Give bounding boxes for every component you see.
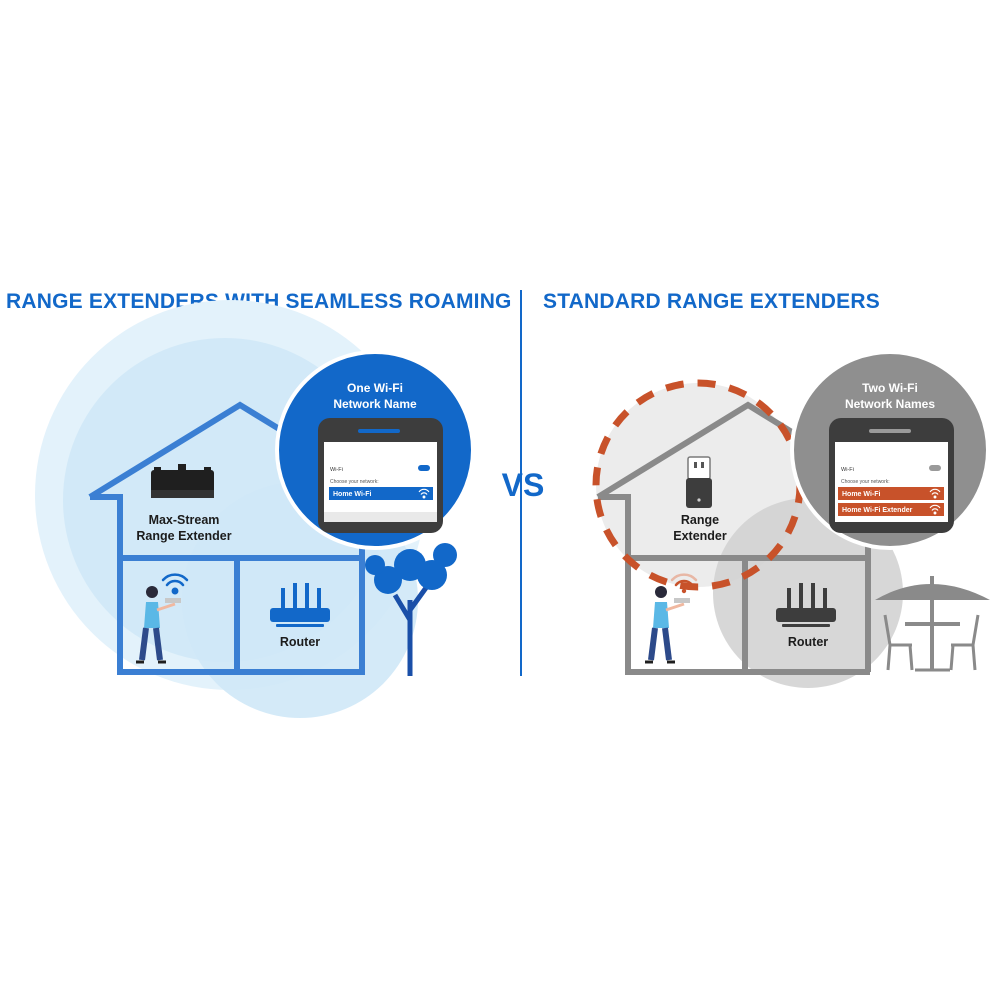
router-coverage-circle bbox=[713, 498, 903, 688]
phone-screen bbox=[324, 442, 437, 522]
router-label: Router bbox=[788, 635, 828, 649]
bubble-title-line1: One Wi-Fi bbox=[347, 381, 403, 395]
mesh-extender-icon bbox=[151, 464, 214, 498]
left-heading: RANGE EXTENDERS WITH SEAMLESS ROAMING bbox=[6, 290, 512, 313]
network-wifi-icon bbox=[929, 488, 941, 499]
wifi-toggle[interactable] bbox=[929, 465, 941, 471]
network-wifi-icon bbox=[929, 504, 941, 515]
plug-extender-icon bbox=[686, 456, 712, 508]
extender-label-line1: Range bbox=[681, 513, 719, 527]
bubble-title-line2: Network Names bbox=[845, 397, 935, 411]
patio-umbrella-icon bbox=[875, 576, 990, 672]
phone-wifi-label: Wi-Fi bbox=[330, 467, 343, 473]
bubble-title-line1: Two Wi-Fi bbox=[862, 381, 918, 395]
left-panel: Max-Stream Range Extender Router bbox=[35, 300, 475, 718]
phone-choose-text: Choose your network: bbox=[330, 479, 379, 485]
vs-label: VS bbox=[501, 467, 545, 503]
network-name-home: Home Wi-Fi bbox=[333, 491, 371, 498]
network-row-home[interactable] bbox=[838, 487, 944, 500]
network-row-home[interactable] bbox=[329, 487, 433, 500]
two-networks-bubble: Two Wi-Fi Network Names Wi-Fi Choose you… bbox=[790, 350, 990, 550]
router-icon bbox=[270, 583, 330, 627]
router-label: Router bbox=[280, 635, 320, 649]
bubble-title-line2: Network Name bbox=[333, 397, 417, 411]
router-icon bbox=[776, 583, 836, 627]
phone-wifi-label: Wi-Fi bbox=[841, 467, 854, 473]
wifi-icon bbox=[161, 573, 189, 595]
network-wifi-icon bbox=[418, 488, 430, 499]
right-panel: Range Extender Router bbox=[592, 350, 990, 688]
network-name-home: Home Wi-Fi bbox=[842, 491, 880, 498]
panel-divider bbox=[520, 290, 522, 676]
extender-label-line2: Extender bbox=[673, 529, 727, 543]
network-row-extender[interactable] bbox=[838, 503, 944, 516]
wifi-toggle[interactable] bbox=[418, 465, 430, 471]
tree-icon bbox=[365, 543, 457, 676]
person-icon bbox=[645, 586, 690, 664]
extender-label-line2: Range Extender bbox=[136, 529, 231, 543]
right-heading: STANDARD RANGE EXTENDERS bbox=[543, 290, 880, 313]
wifi-icon bbox=[670, 573, 698, 594]
extender-label-line1: Max-Stream bbox=[149, 513, 220, 527]
phone-choose-text: Choose your network: bbox=[841, 479, 890, 485]
person-icon bbox=[136, 586, 181, 664]
chair-icon bbox=[883, 614, 980, 671]
one-network-bubble: One Wi-Fi Network Name Wi-Fi Choose your… bbox=[275, 350, 475, 550]
network-name-extender: Home Wi-Fi Extender bbox=[842, 507, 913, 514]
